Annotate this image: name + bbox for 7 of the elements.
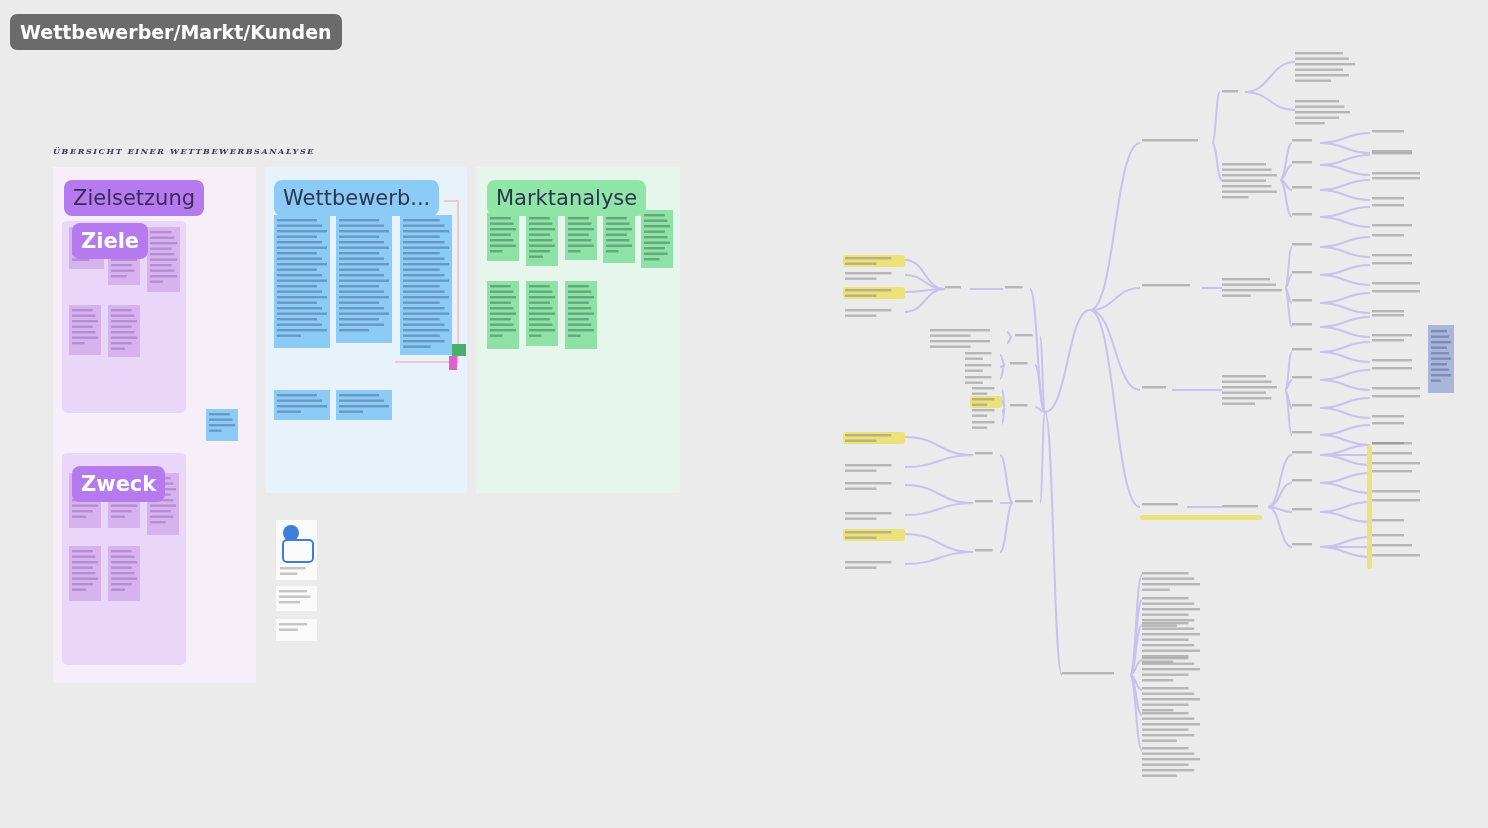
board-title: Wettbewerber/Markt/Kunden — [10, 14, 342, 50]
section-heading: ÜBERSICHT EINER WETTBEWERBSANALYSE — [53, 146, 315, 156]
heading-tag: Wettbewerb... — [274, 180, 440, 216]
heading-tag: Ziele — [72, 223, 149, 259]
heading-tag: Zweck — [72, 466, 166, 502]
heading-tag: Marktanalyse — [487, 180, 647, 216]
heading-tag: Zielsetzung — [64, 180, 205, 216]
